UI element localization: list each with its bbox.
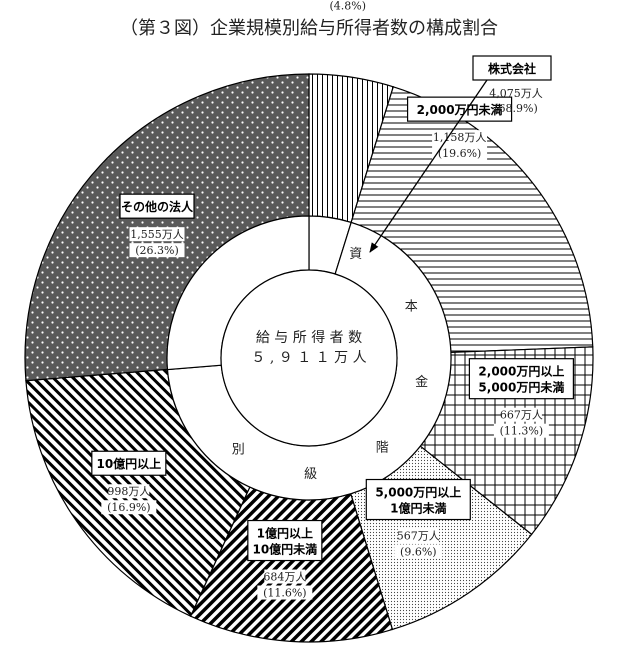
slice-pct: (16.9%) xyxy=(107,501,151,514)
ring-char: 別 xyxy=(232,443,245,458)
kabushiki-callout: 株式会社 4,075万人 (68.9%) xyxy=(369,55,552,253)
slice-pct: (11.3%) xyxy=(500,425,544,438)
slice-value: 667万人 xyxy=(500,409,543,422)
callout-label-box xyxy=(472,55,552,81)
slice-label-box xyxy=(119,193,195,219)
ring-char: 金 xyxy=(415,374,428,390)
slice-label: その他の法人 xyxy=(121,199,194,214)
slice-pct: (9.6%) xyxy=(400,546,437,559)
ring-char: 本 xyxy=(405,299,418,314)
slice-label-box xyxy=(91,450,167,476)
callout-arrow xyxy=(369,79,488,253)
slice-label-group: 個人282万人(4.8%) xyxy=(323,0,372,13)
slice-label: 5,000万円未満 xyxy=(478,380,564,395)
slice-labels: 個人282万人(4.8%)2,000万円未満1,158万人(19.6%)2,00… xyxy=(91,0,574,600)
slice-value-bg xyxy=(397,528,439,543)
callout-label: 株式会社 xyxy=(488,61,536,76)
slice-label: 10億円未満 xyxy=(252,542,317,557)
ring-char: 階 xyxy=(376,441,389,456)
slice-label-group: その他の法人 1,555万人 (26.3%) xyxy=(119,193,195,258)
slice-value: 998万人 xyxy=(107,485,150,498)
slice-value-bg xyxy=(129,227,185,242)
slice-label-box xyxy=(406,96,513,122)
slice-value: 1,158万人 xyxy=(433,131,487,144)
slice-pct-bg xyxy=(129,243,185,258)
slice-value: 1,555万人 xyxy=(130,228,184,241)
ring-char: 級 xyxy=(304,467,317,482)
slice-pct-bg xyxy=(101,500,157,515)
callout-pct: (68.9%) xyxy=(494,102,538,115)
slice-value-bg xyxy=(264,569,306,584)
slice-label-box xyxy=(365,478,471,521)
slice-label: 5,000万円以上 xyxy=(375,485,461,500)
slice-label: 10億円以上 xyxy=(96,456,161,471)
slice-pct-bg xyxy=(323,0,372,13)
slice-label-group: 10億円以上 998万人 (16.9%) xyxy=(91,450,167,515)
slice-label: 2,000万円以上 xyxy=(478,364,564,379)
slice-pct: (26.3%) xyxy=(135,244,179,257)
slice-pct-bg xyxy=(493,423,549,438)
center-line2: ５ , ９ １ １ 万 人 xyxy=(251,350,366,366)
center-line1: 給 与 所 得 者 数 xyxy=(256,329,362,346)
ring-char: 資 xyxy=(349,247,362,262)
slice-pct-bg xyxy=(257,585,313,600)
slice-value-bg xyxy=(500,407,542,422)
inner-ring xyxy=(166,215,452,501)
slice-value: 684万人 xyxy=(263,571,306,584)
slice-label-box xyxy=(247,519,323,562)
slice-pct-bg xyxy=(432,146,488,161)
slice-label: 1億円以上 xyxy=(257,526,313,541)
slice-label: 1億円未満 xyxy=(390,501,446,516)
slice-pct-bg xyxy=(394,544,443,559)
slice-label: 2,000万円未満 xyxy=(417,102,503,117)
slice-label-box xyxy=(468,358,574,400)
slice-value-bg xyxy=(108,484,150,499)
slice-pct: (4.8%) xyxy=(330,0,367,12)
slice-pct: (11.6%) xyxy=(263,587,307,600)
slice-pct: (19.6%) xyxy=(438,147,482,160)
slice-value: 567万人 xyxy=(397,530,440,543)
callout-value: 4,075万人 xyxy=(489,87,543,100)
center-label: 給 与 所 得 者 数 ５ , ９ １ １ 万 人 xyxy=(251,329,366,366)
center-circle xyxy=(220,269,398,447)
slice-label-group: 2,000万円未満 1,158万人 (19.6%) xyxy=(406,96,513,161)
chart-title: （第３図）企業規模別給与所得者数の構成割合 xyxy=(120,18,498,39)
